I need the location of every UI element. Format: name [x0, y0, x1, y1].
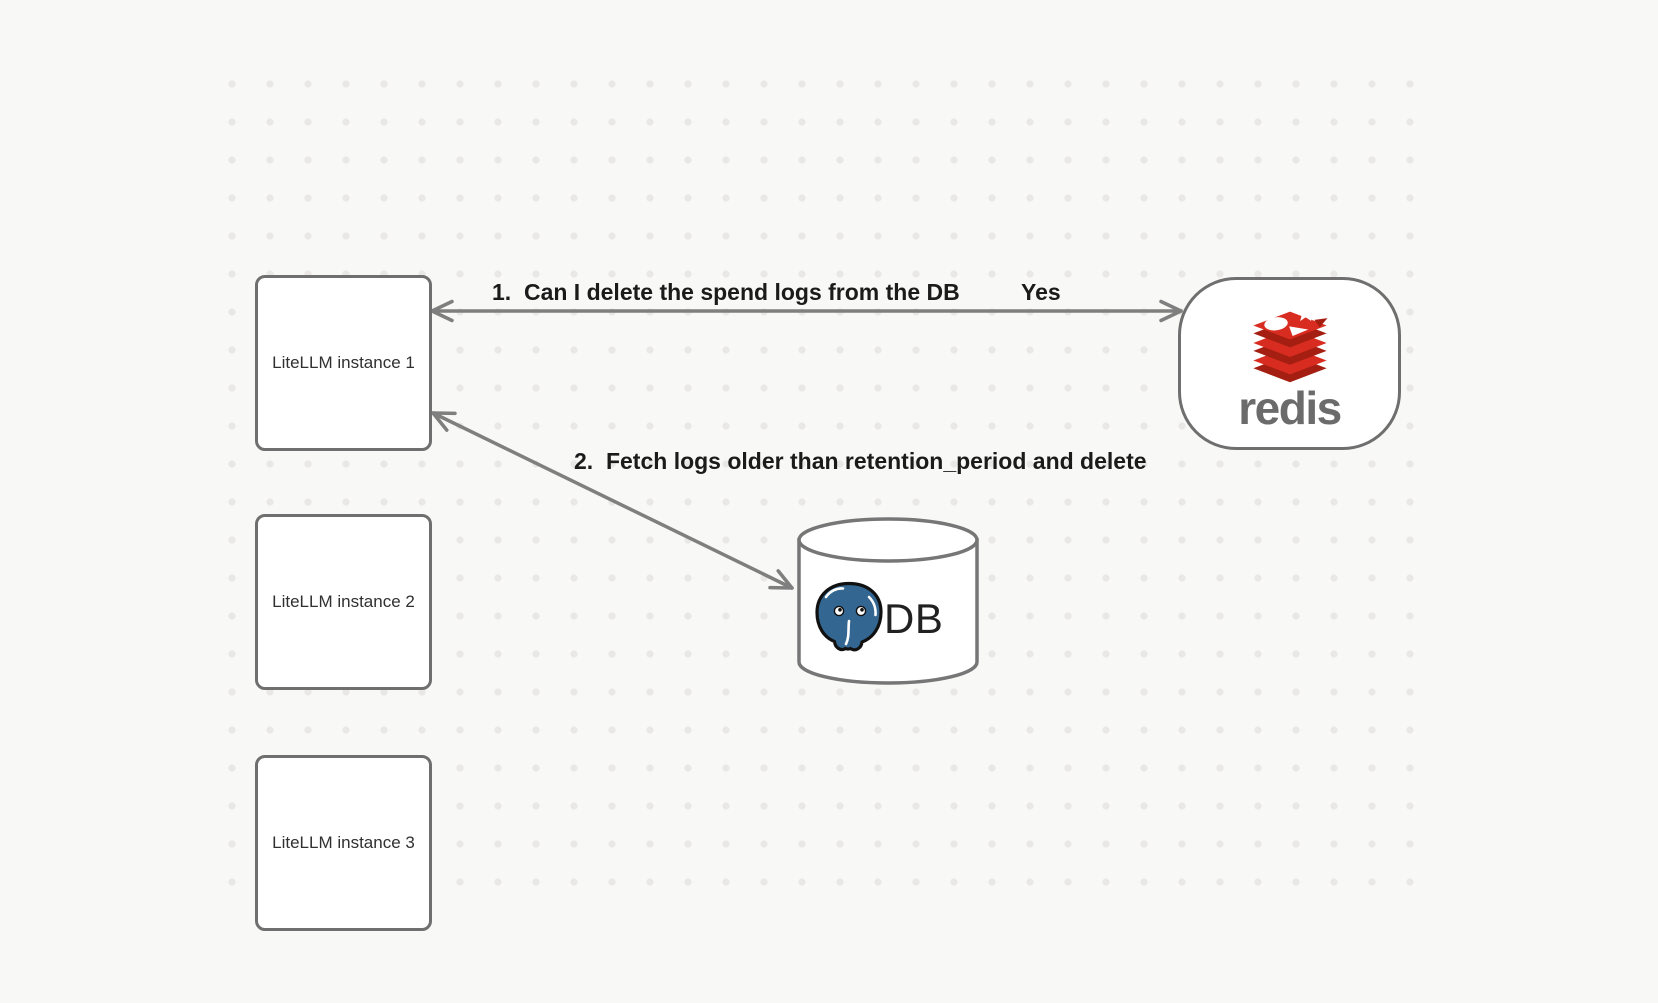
edge-label-delete-spend-logs: 1. Can I delete the spend logs from the …	[492, 279, 960, 305]
node-litellm-instance-2: LiteLLM instance 2	[255, 514, 432, 690]
node-redis: redis	[1178, 277, 1401, 450]
node-litellm-instance-1: LiteLLM instance 1	[255, 275, 432, 451]
node-litellm-instance-1-label: LiteLLM instance 1	[272, 353, 415, 372]
redis-logo-icon	[1252, 303, 1328, 383]
postgresql-logo-icon	[815, 581, 883, 652]
edge-label-yes: Yes	[1021, 279, 1061, 305]
arrow-litellm-db	[431, 411, 794, 590]
edge-label-fetch-logs: 2. Fetch logs older than retention_perio…	[574, 448, 1147, 474]
node-litellm-instance-2-label: LiteLLM instance 2	[272, 592, 415, 611]
node-litellm-instance-3-label: LiteLLM instance 3	[272, 833, 415, 852]
redis-star-shape	[1296, 303, 1315, 322]
db-node-label: DB	[884, 595, 944, 642]
node-litellm-instance-3: LiteLLM instance 3	[255, 755, 432, 931]
arrow-litellm-redis	[430, 299, 1183, 323]
redis-cone-shape	[1288, 326, 1308, 337]
redis-wordmark: redis	[1238, 382, 1342, 434]
